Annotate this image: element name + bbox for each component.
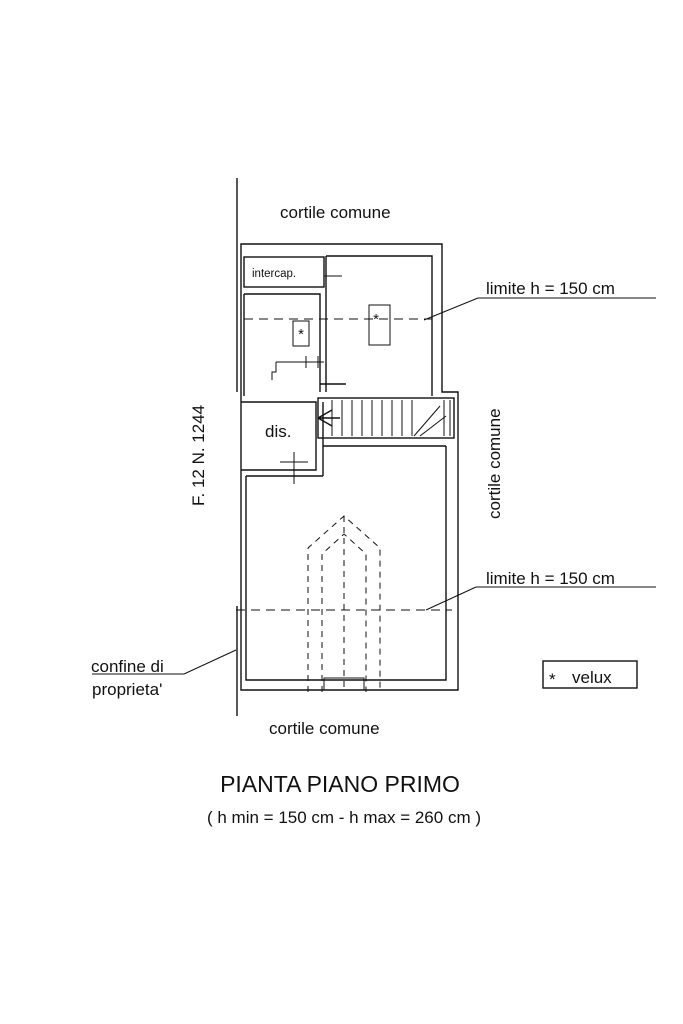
staircase-arrow — [317, 409, 340, 427]
velux-marker-2: * — [373, 311, 379, 328]
upper-height-limit-label: limite h = 150 cm — [486, 279, 615, 298]
staircase-treads — [331, 400, 451, 437]
confine-leader — [183, 649, 237, 675]
cortile-comune-top-label: cortile comune — [280, 203, 391, 222]
confine-label-line2: proprieta' — [92, 680, 162, 699]
small-room-walls — [243, 293, 321, 396]
passage-walls — [319, 296, 346, 392]
dis-label: dis. — [265, 422, 291, 441]
bottom-window — [323, 677, 365, 691]
disimpegno-walls — [241, 401, 317, 471]
velux-legend-symbol: * — [549, 670, 556, 689]
lower-height-limit-label: limite h = 150 cm — [486, 569, 615, 588]
intercap-room — [243, 256, 325, 288]
large-room-inner-walls — [245, 446, 447, 681]
upper-room-walls — [326, 255, 433, 396]
velux-marker-1: * — [298, 326, 304, 343]
upper-limit-leader — [423, 297, 479, 321]
plan-title: PIANTA PIANO PRIMO — [220, 771, 460, 797]
plan-subtitle: ( h min = 150 cm - h max = 260 cm ) — [207, 808, 481, 827]
velux-skylight-2 — [368, 304, 391, 346]
velux-legend-box — [542, 660, 638, 689]
cortile-comune-bottom-label: cortile comune — [269, 719, 380, 738]
confine-label-line1: confine di — [91, 657, 164, 676]
velux-skylight-1 — [292, 320, 310, 347]
lower-limit-leader — [425, 586, 477, 611]
building-outline — [240, 243, 459, 691]
cadastral-reference-label: F. 12 N. 1244 — [189, 405, 208, 506]
roof-gable-ridge — [321, 516, 367, 692]
small-room-corner — [271, 362, 277, 380]
intercap-label: intercap. — [252, 268, 296, 280]
cortile-comune-right-label: cortile comune — [485, 408, 504, 519]
velux-legend-label: velux — [572, 668, 612, 687]
